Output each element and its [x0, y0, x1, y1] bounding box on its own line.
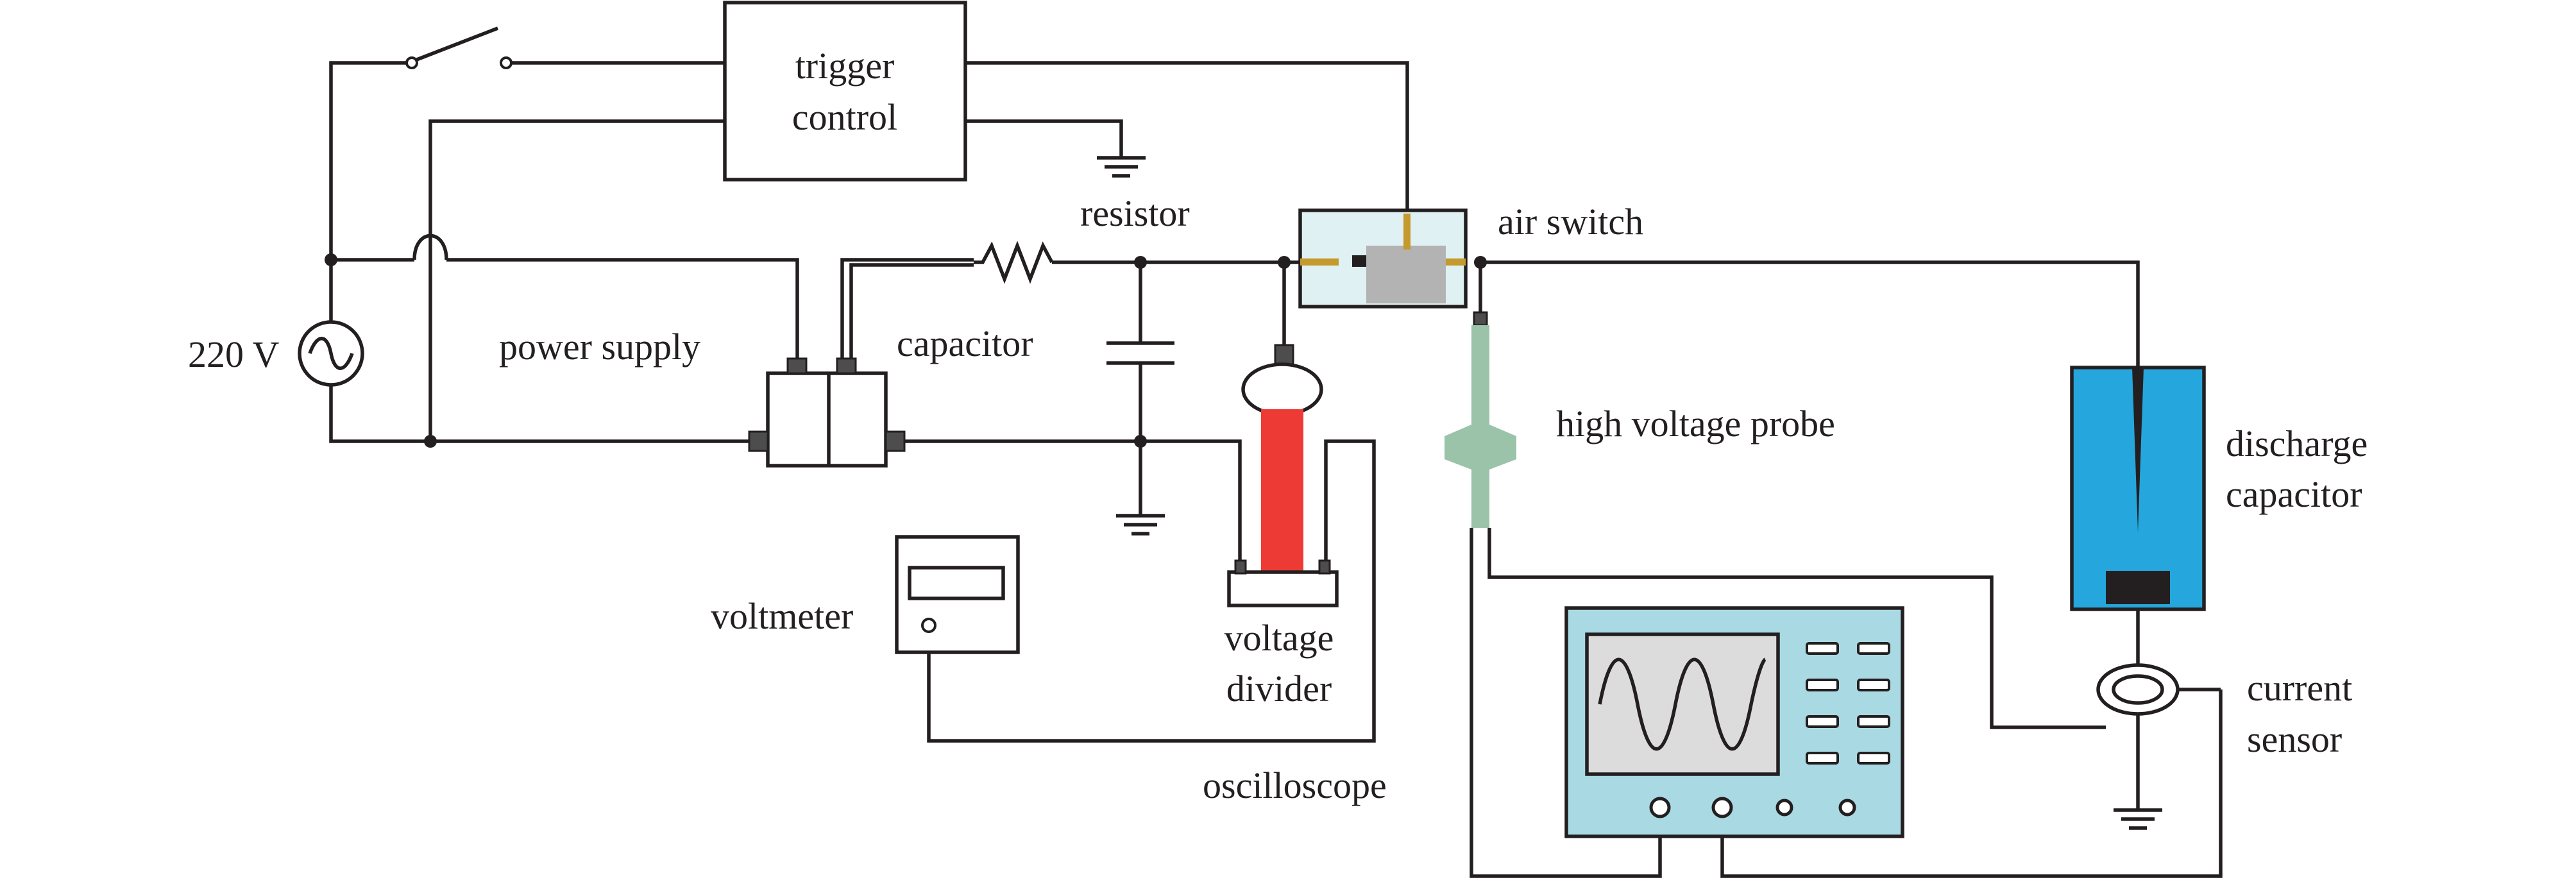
- current-sensor: [2096, 663, 2221, 716]
- power-supply-unit: [748, 357, 906, 468]
- oscilloscope-label: oscilloscope: [1203, 765, 1387, 806]
- wire-second-rail: [428, 119, 725, 441]
- junction-dot: [424, 435, 437, 448]
- wire-crossover-hop: [412, 233, 448, 260]
- ac-source-symbol: [298, 320, 364, 387]
- capacitor-label: capacitor: [897, 323, 1033, 364]
- wire-divider-to-voltmeter: [927, 439, 1376, 743]
- voltage-divider-label-line2: divider: [1226, 668, 1332, 709]
- power-supply-label: power supply: [499, 326, 700, 368]
- voltmeter-device: [895, 535, 1020, 654]
- oscilloscope-buttons: [1806, 642, 1890, 765]
- junction-dot: [325, 253, 337, 266]
- oscilloscope-waveform: [1598, 657, 1767, 751]
- wire-trigger-to-ground: [965, 119, 1123, 158]
- wire-probe-to-oscilloscope: [1470, 528, 1662, 878]
- discharge-capacitor-label-line1: discharge: [2226, 423, 2368, 464]
- discharge-capacitor-label-line2: capacitor: [2226, 473, 2362, 515]
- resistor-symbol: [974, 241, 1054, 284]
- trigger-control-label-line1: trigger: [795, 45, 895, 87]
- wire-powersupply-to-resistor: [840, 258, 974, 364]
- high-voltage-probe: [1445, 311, 1516, 528]
- ground-symbol-trigger: [1097, 156, 1146, 178]
- capacitor-symbol: [1106, 341, 1174, 365]
- source-voltage-label: 220 V: [188, 334, 279, 375]
- high-voltage-probe-label: high voltage probe: [1556, 403, 1835, 444]
- oscilloscope-device: [1564, 606, 1904, 838]
- wire-left-rail-top: [329, 61, 407, 262]
- voltage-divider-label-line1: voltage: [1224, 617, 1334, 659]
- wire-powersupply-to-divider: [901, 439, 1242, 564]
- voltmeter-label: voltmeter: [711, 595, 853, 637]
- air-switch-label: air switch: [1498, 201, 1643, 242]
- oscilloscope-knobs: [1649, 797, 1856, 818]
- junction-dot: [1134, 256, 1147, 269]
- wire-sensor-to-oscilloscope: [1720, 690, 2223, 878]
- voltage-divider: [1227, 344, 1339, 607]
- wire-ac-bottom: [329, 385, 762, 443]
- ground-symbol-sensor: [2114, 808, 2162, 830]
- discharge-capacitor: [2070, 366, 2206, 611]
- current-sensor-label-line1: current: [2247, 667, 2352, 709]
- junctions: [325, 253, 1487, 448]
- wire-airswitch-to-discharge: [1479, 260, 2140, 368]
- wire-powersupply-to-resistor-inner: [849, 263, 974, 364]
- junction-dot: [1474, 256, 1487, 269]
- trigger-control-box: trigger control: [723, 1, 967, 182]
- wire-trigger-to-airswitch: [965, 61, 1409, 214]
- resistor-label: resistor: [1080, 192, 1190, 234]
- current-sensor-label-line2: sensor: [2247, 718, 2342, 760]
- air-switch: [1298, 208, 1468, 309]
- junction-dot: [1278, 256, 1291, 269]
- manual-switch: [405, 26, 513, 69]
- wire-hop-to-powersupply: [446, 258, 799, 362]
- trigger-control-label-line2: control: [792, 96, 897, 138]
- ground-symbol-capacitor: [1116, 514, 1165, 536]
- wire-probe-to-sensor: [1487, 528, 2106, 729]
- junction-dot: [1134, 435, 1147, 448]
